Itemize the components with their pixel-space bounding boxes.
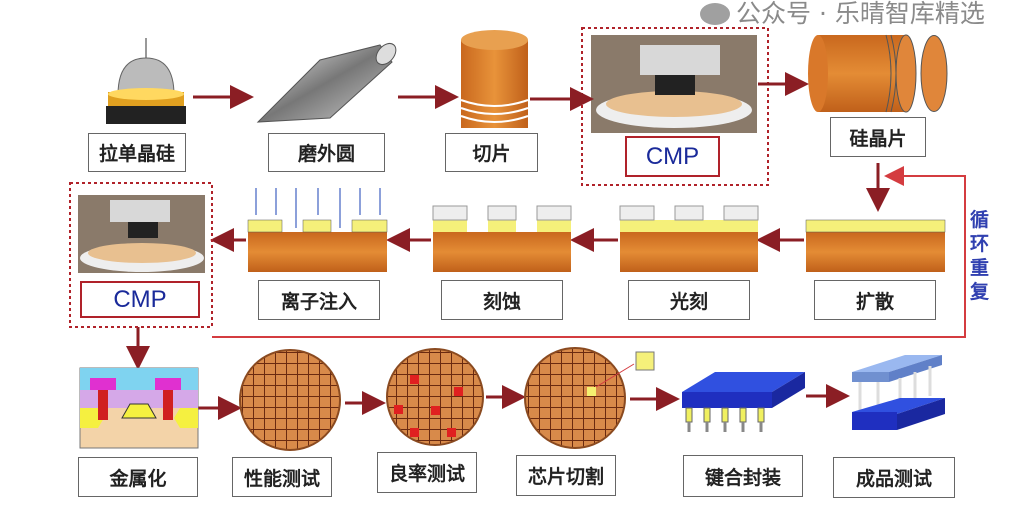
loop-char: 重 <box>970 257 990 279</box>
flow-arrows <box>126 72 890 420</box>
etching-image <box>432 205 572 272</box>
packaged-chip-image <box>682 372 805 432</box>
cmp-machine-photo <box>591 35 757 133</box>
chip-test-socket-image <box>852 355 945 430</box>
wafer-performance-test-image <box>239 349 341 451</box>
sliced-ingot-image <box>460 30 529 128</box>
step-label-ion-implant: 离子注入 <box>258 280 380 320</box>
step-label-final-test: 成品测试 <box>833 457 955 498</box>
wafer-dicing-image <box>524 347 655 449</box>
step-label-wafer: 硅晶片 <box>830 117 926 157</box>
watermark: 公众号 · 乐晴智库精选 <box>700 0 985 28</box>
loop-char: 环 <box>970 233 990 255</box>
step-label-cmp-top: CMP <box>625 136 720 177</box>
watermark-text: 公众号 · 乐晴智库精选 <box>736 0 985 28</box>
ingot-image <box>256 42 397 123</box>
step-label-diffusion: 扩散 <box>814 280 936 320</box>
repeat-loop-line <box>212 166 966 338</box>
step-label-lithography: 光刻 <box>628 280 750 320</box>
step-label-dicing: 芯片切割 <box>516 455 616 496</box>
step-label-yield-test: 良率测试 <box>377 452 477 493</box>
step-label-crystal-pulling: 拉单晶硅 <box>88 133 186 172</box>
step-label-grinding: 磨外圆 <box>268 133 385 172</box>
step-label-bonding-packaging: 键合封装 <box>683 455 803 497</box>
wafer-cylinder-image <box>808 34 948 113</box>
cmp-left-dashed-frame <box>69 182 213 328</box>
diffusion-image <box>805 219 946 272</box>
loop-char: 循 <box>970 209 990 231</box>
step-label-etching: 刻蚀 <box>441 280 563 320</box>
step-label-cmp-left: CMP <box>80 281 200 318</box>
repeat-cycle-label: 循 环 重 复 <box>970 208 992 304</box>
cmp-left-machine-photo <box>78 195 205 273</box>
step-label-performance-test: 性能测试 <box>232 457 332 497</box>
step-label-slicing: 切片 <box>445 133 538 172</box>
metallization-image <box>79 367 199 449</box>
wafer-yield-test-image <box>386 348 484 446</box>
loop-char: 复 <box>970 281 990 303</box>
ion-implant-image <box>247 188 388 272</box>
lithography-image <box>619 205 759 272</box>
crystal-puller-image <box>106 38 186 124</box>
step-label-metallization: 金属化 <box>78 457 198 497</box>
wechat-icon <box>700 3 730 25</box>
